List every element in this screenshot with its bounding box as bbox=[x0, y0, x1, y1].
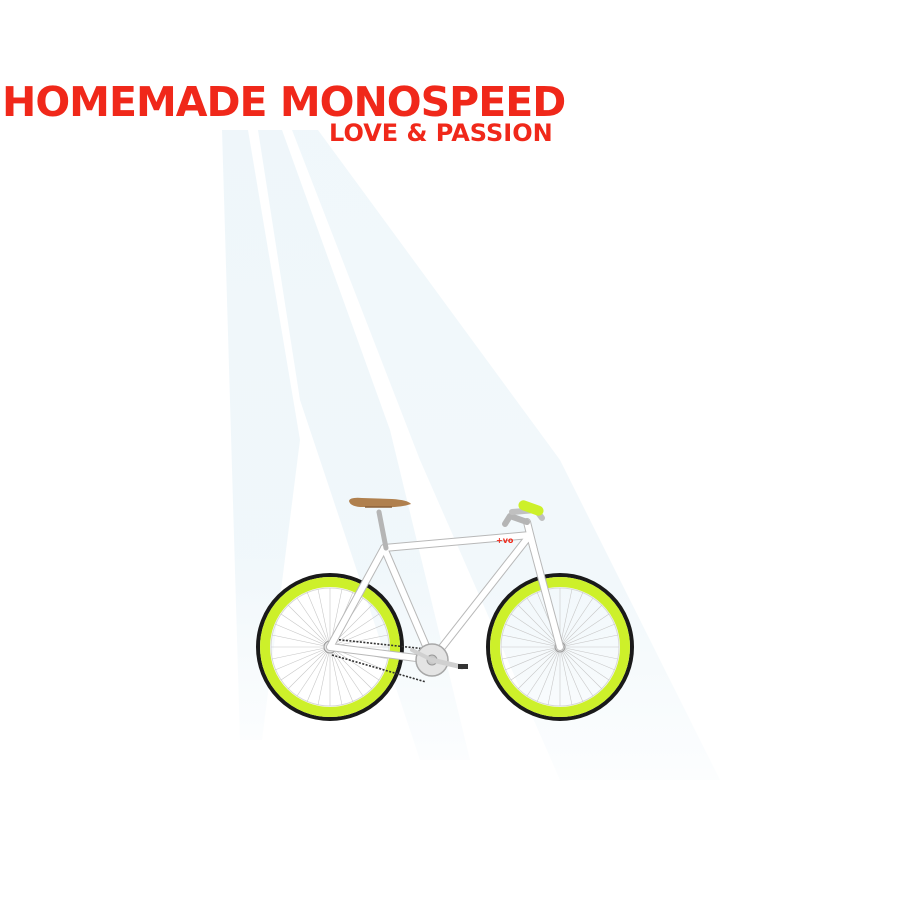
crankset bbox=[410, 643, 468, 677]
handlebar-grip bbox=[518, 500, 544, 516]
page-title: HOMEMADE MONOSPEED bbox=[2, 78, 566, 126]
chain bbox=[331, 638, 427, 683]
frame bbox=[326, 507, 564, 664]
light-beams bbox=[222, 130, 720, 780]
frame-logo: +vo bbox=[496, 536, 514, 545]
saddle bbox=[349, 497, 411, 508]
page-subtitle: LOVE & PASSION bbox=[329, 119, 553, 147]
